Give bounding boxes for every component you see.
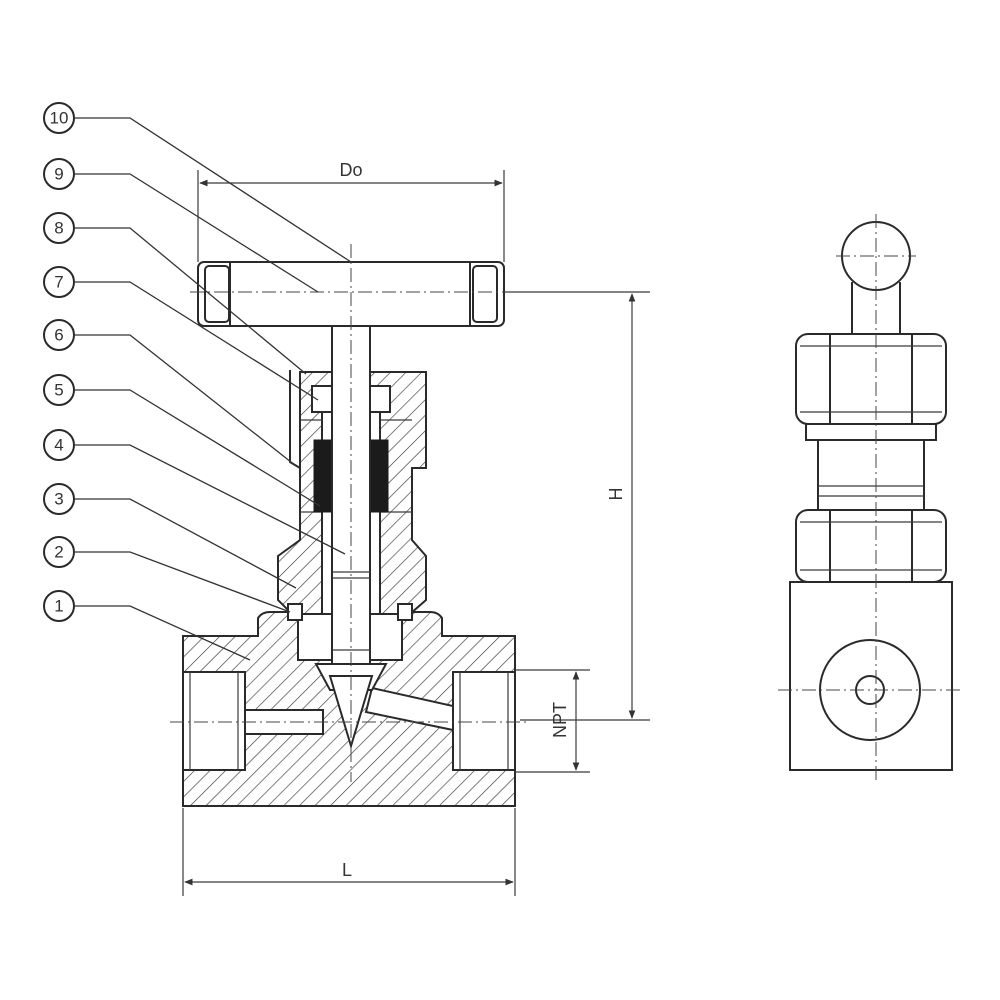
do-label: Do xyxy=(339,160,362,180)
callout-5: 5 xyxy=(43,374,321,507)
left-port xyxy=(182,671,246,771)
callout-7: 7 xyxy=(43,266,319,401)
gasket xyxy=(287,603,303,621)
svg-text:1: 1 xyxy=(54,597,63,616)
dimensions: Do H NPT L xyxy=(182,160,650,896)
svg-text:8: 8 xyxy=(54,219,63,238)
side-view xyxy=(778,214,962,782)
l-label: L xyxy=(342,860,352,880)
callout-3: 3 xyxy=(43,483,297,589)
svg-text:9: 9 xyxy=(54,165,63,184)
centerlines xyxy=(170,244,530,782)
svg-text:2: 2 xyxy=(54,543,63,562)
section-view xyxy=(170,244,530,807)
side-body xyxy=(789,581,953,771)
svg-text:10: 10 xyxy=(50,109,69,128)
callout-9: 9 xyxy=(43,158,319,293)
callouts: 10 9 8 7 6 5 4 xyxy=(43,102,352,661)
svg-text:7: 7 xyxy=(54,273,63,292)
right-passage xyxy=(364,686,454,732)
callout-6: 6 xyxy=(43,319,297,467)
npt-label: NPT xyxy=(550,702,570,738)
h-label: H xyxy=(606,488,626,501)
svg-text:4: 4 xyxy=(54,436,63,455)
upper-hex-nut xyxy=(795,333,947,425)
lower-hex-nut xyxy=(795,509,947,583)
packing xyxy=(313,439,389,513)
callout-10: 10 xyxy=(43,102,352,263)
callout-8: 8 xyxy=(43,212,307,375)
svg-text:5: 5 xyxy=(54,381,63,400)
svg-text:6: 6 xyxy=(54,326,63,345)
callout-2: 2 xyxy=(43,536,291,613)
right-port xyxy=(452,671,516,771)
callout-4: 4 xyxy=(43,429,346,555)
svg-text:3: 3 xyxy=(54,490,63,509)
bonnet-neck xyxy=(805,423,937,511)
callout-1: 1 xyxy=(43,590,251,661)
